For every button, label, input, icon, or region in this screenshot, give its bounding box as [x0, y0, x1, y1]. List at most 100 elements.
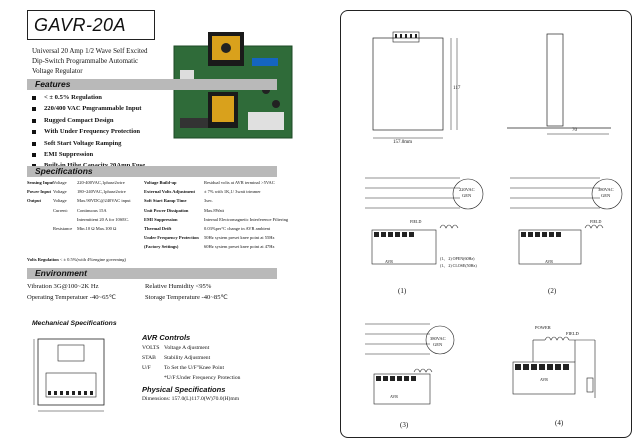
features-heading: Features — [35, 79, 71, 89]
spec-key: Resistance — [53, 226, 73, 232]
features-heading-bar: Features — [27, 79, 277, 90]
diagram-caption-4: (4) — [555, 419, 564, 427]
spec-label: Unit Power Dissipation — [144, 207, 189, 213]
spec-key: Voltage — [53, 198, 67, 204]
feature-item: With Under Frequency Protection — [30, 126, 200, 137]
control-value: Voltage A djustment — [164, 345, 210, 351]
front-height-dimension: 117 — [453, 86, 461, 91]
spec-label: External Volts Adjustment — [144, 189, 196, 195]
features-list: < ± 0.5% Regulation 220/400 VAC Pmgramma… — [30, 92, 200, 172]
gen-voltage-label-3: 380VAC — [430, 336, 446, 341]
subtitle-line: Voltage Regulator — [32, 67, 83, 75]
feature-item: Rugged Compact Design — [30, 115, 200, 126]
gen-label-3: GEN — [433, 342, 443, 347]
diagram-caption-3: (3) — [400, 421, 409, 429]
control-key: U/F — [142, 365, 151, 371]
spec-key: Voltage — [53, 189, 67, 195]
gen-label-1: GEN — [462, 193, 472, 198]
spec-label: Under Frequency Protection — [144, 235, 199, 241]
spec-value: ± 7% with 1K,1/ 3watt trimmer — [204, 189, 261, 195]
environment-heading: Environment — [35, 268, 87, 278]
subtitle-line: Dip-Switch Programmalbe Automatic — [32, 57, 139, 65]
subtitle-line: Universal 20 Amp 1/2 Wave Self Excited — [32, 47, 148, 55]
gen-label-2: GEN — [601, 193, 611, 198]
spec-value: 60Hz system preset knee point at 47Hz — [204, 244, 275, 250]
volts-regulation: Volts Regulation < ± 0.5%(with 4%engine … — [27, 257, 126, 263]
spec-value: Continuous 15A — [77, 207, 107, 213]
spec-value: 50Hz system preset knee point at 55Hz — [204, 235, 275, 241]
spec-value: 0.03%per°C change in AVR ambient — [204, 226, 271, 232]
feature-item: 220/400 VAC Pmgrammable Input — [30, 103, 200, 114]
product-subtitle: Universal 20 Amp 1/2 Wave Self Excited D… — [32, 46, 172, 76]
diagram-caption-2: (2) — [548, 287, 557, 295]
spec-value: Residual volts at AVR terminal >5VAC — [204, 180, 275, 185]
spec-label: Soft Start Ramp Time — [144, 198, 187, 204]
control-row: *U/F:Under Frequency Protection — [142, 375, 240, 381]
mechanical-heading: Mechanical Specifications — [32, 320, 117, 327]
env-operating-temp: Operating Temperatuer -40~65℃ — [27, 294, 117, 301]
spec-value: 180~240VAC,1phase2wire — [77, 189, 126, 195]
avr-label-2: AVR — [545, 259, 553, 264]
wiring-diagram-1 — [365, 177, 484, 265]
front-width-dimension: 157.0mm — [393, 140, 413, 145]
wiring-diagram-3 — [365, 323, 455, 405]
side-depth-dimension: 70 — [572, 128, 577, 133]
spec-label: Voltage Build-up — [144, 180, 177, 185]
avr-label-1: AVR — [385, 259, 393, 264]
control-row: STAB Stability Adjustment — [142, 355, 210, 361]
physical-dimensions: Dimensions: 157.0(L)117.0(W)70.0(H)mm — [142, 396, 240, 402]
field-label-2: FIELD — [590, 219, 602, 224]
diagram-panel — [340, 10, 632, 438]
avr-controls-heading: AVR Controls — [142, 333, 191, 342]
power-label: POWER — [535, 325, 551, 330]
spec-value: Internal Electromagnetic Interference Fi… — [204, 216, 289, 222]
env-humidity: Relative Humidity <95% — [145, 283, 212, 290]
specifications-heading-bar: Specifications — [27, 166, 277, 177]
front-dimension-drawing — [372, 31, 458, 139]
spec-right-table: Voltage Build-up Residual volts at AVR te… — [144, 180, 288, 251]
gen-voltage-label-2: 380VAC — [598, 187, 614, 192]
avr-label-4: AVR — [540, 377, 548, 382]
spec-value: Min.10 Ω Max.100 Ω — [77, 226, 117, 232]
spec-value: Max.90VDC@240VAC input — [77, 198, 131, 204]
mechanical-drawing — [33, 338, 105, 412]
control-key: VOLTS — [142, 345, 160, 351]
side-dimension-drawing — [507, 33, 611, 135]
note-open-60hz: (1、 2) OPEN(60Hz) — [440, 256, 475, 261]
control-value: *U/F:Under Frequency Protection — [164, 375, 241, 381]
spec-label: EMI Suppression — [144, 216, 178, 222]
spec-value: 220-400VAC,1phase2wire — [77, 180, 125, 185]
avr-label-3: AVR — [390, 394, 398, 399]
control-value: Stability Adjustment — [164, 355, 211, 361]
spec-label: Power Input — [27, 189, 52, 195]
spec-label: Thermal Drift — [144, 226, 172, 232]
wiring-diagram-2 — [510, 177, 623, 265]
spec-label: (Factory Settings) — [144, 244, 179, 250]
spec-key: Current: — [53, 207, 68, 213]
feature-item: EMI Suppression — [30, 149, 200, 160]
physical-heading: Physical Specifications — [142, 385, 226, 394]
gen-voltage-label-1: 220VAC — [459, 187, 475, 192]
product-title: GAVR-20A — [34, 15, 127, 35]
wiring-diagram-4 — [512, 336, 596, 398]
note-close-50hz: (1、 2) CLOSE(50Hz) — [440, 263, 477, 268]
field-label-1: FIELD — [410, 219, 422, 224]
control-key: STAB — [142, 355, 156, 361]
field-label-4: FIELD — [566, 331, 579, 336]
feature-item: < ± 0.5% Regulation — [30, 92, 200, 103]
regulation-label: Volts Regulation — [27, 257, 59, 262]
regulation-value: < ± 0.5%(with 4%engine governing) — [59, 257, 126, 262]
spec-value: 3sec. — [204, 198, 214, 204]
env-vibration: Vibration 3G@100~2K Hz — [27, 283, 99, 290]
spec-label: Sensing Input — [27, 180, 54, 185]
specifications-heading: Specifications — [35, 166, 93, 176]
spec-key: Voltage — [53, 180, 67, 185]
product-title-box: GAVR-20A — [27, 10, 155, 40]
control-row: VOLTS Voltage A djustment — [142, 345, 209, 351]
spec-value: Intermittent 20 A for 10SEC. — [77, 216, 130, 222]
spec-value: Max.8Watt — [204, 207, 225, 213]
env-storage-temp: Storage Temperature -40~85℃ — [145, 294, 228, 301]
spec-label: Output — [27, 198, 42, 204]
